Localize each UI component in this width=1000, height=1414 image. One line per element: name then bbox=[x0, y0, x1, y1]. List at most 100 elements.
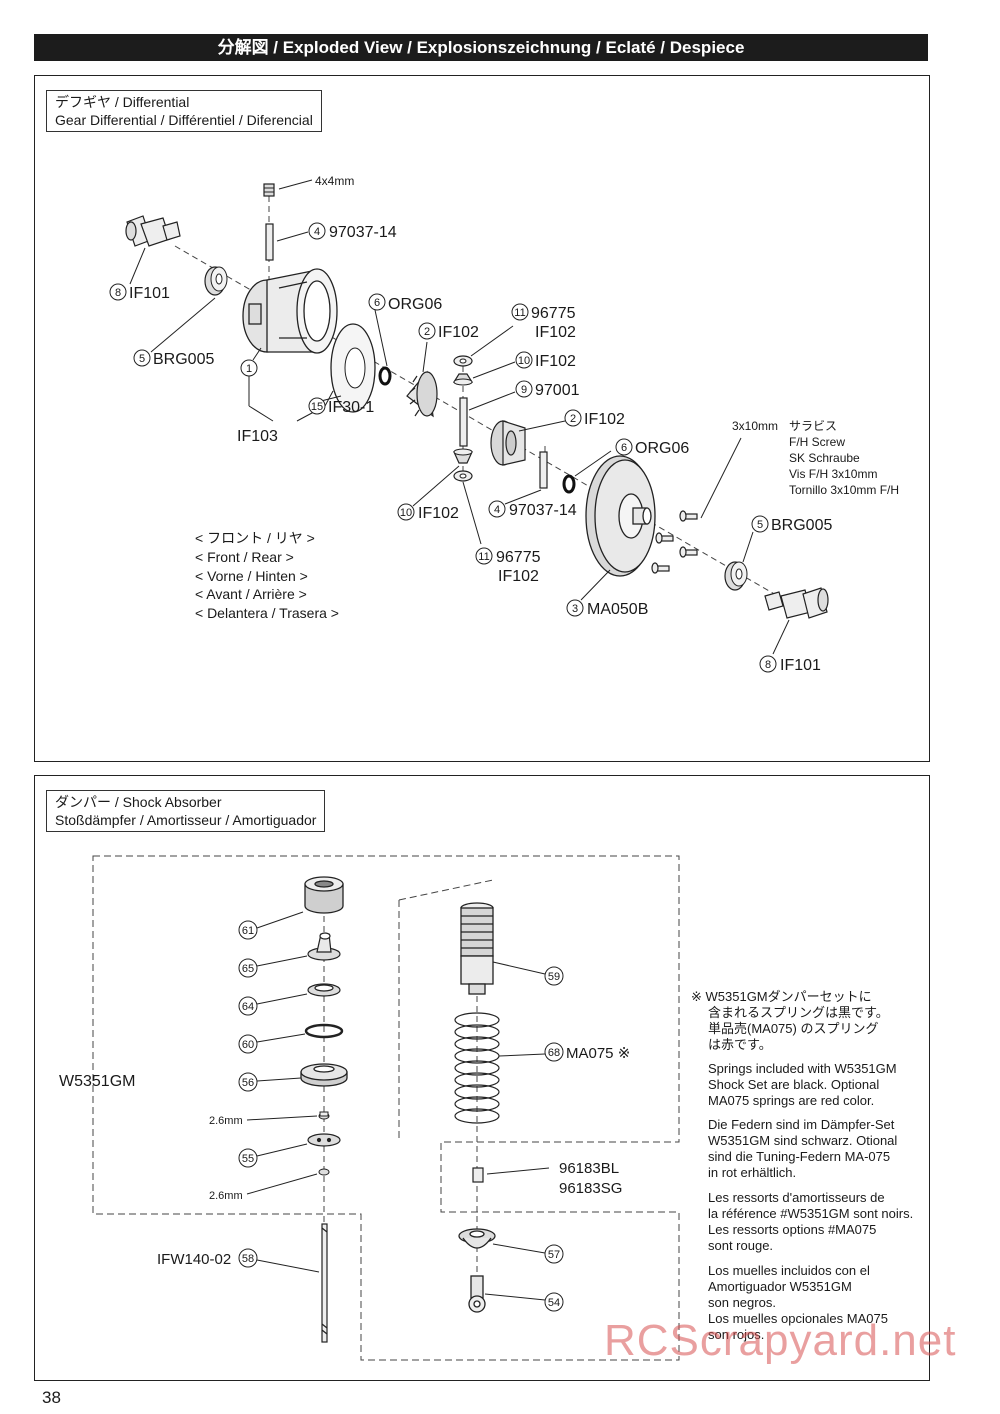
bevel-gear-left-icon bbox=[406, 370, 438, 418]
note-line: 単品売(MA075) のスプリング bbox=[708, 1021, 879, 1036]
set-label-w5351gm: W5351GM bbox=[59, 1073, 135, 1090]
nut-size-label-b: 2.6mm bbox=[209, 1190, 243, 1202]
pinion-bottom-icon bbox=[453, 448, 473, 464]
washer-bottom-icon bbox=[453, 470, 473, 482]
ring-gear-icon bbox=[585, 455, 656, 577]
part-num-56: 56 bbox=[242, 1077, 254, 1089]
note-line: Springs included with W5351GM bbox=[708, 1061, 897, 1076]
part-num-65: 65 bbox=[242, 963, 254, 975]
washer-top-icon bbox=[453, 355, 473, 367]
spring-note-es: Los muelles incluidos con el Amortiguado… bbox=[708, 1263, 888, 1343]
part-code-ma050b: MA050B bbox=[587, 601, 648, 618]
part-num-1: 1 bbox=[246, 363, 252, 375]
part-num-3: 3 bbox=[572, 603, 578, 615]
piston-icon bbox=[307, 1133, 341, 1147]
screw-label-fr: Vis F/H 3x10mm bbox=[789, 467, 877, 481]
part-num-54: 54 bbox=[548, 1297, 560, 1309]
note-line: は赤です。 bbox=[708, 1037, 772, 1052]
spring-note-jp: ※ W5351GMダンパーセットに 含まれるスプリングは黒です。 単品売(MA0… bbox=[691, 989, 889, 1053]
position-note: < フロント / リヤ > < Front / Rear > < Vorne /… bbox=[195, 530, 339, 621]
screw-label-jp: サラビス bbox=[789, 419, 837, 433]
page-header: 分解図 / Exploded View / Explosionszeichnun… bbox=[34, 34, 928, 61]
shock-exploded-diagram: W5351GM 61 65 64 bbox=[59, 855, 680, 1361]
part-num-11a: 11 bbox=[514, 307, 525, 319]
part-num-68: 68 bbox=[548, 1047, 560, 1059]
part-code-if30-1: IF30-1 bbox=[328, 399, 374, 416]
part-num-15: 15 bbox=[311, 401, 323, 413]
watermark: RCScrapyard.net bbox=[604, 1316, 957, 1365]
shock-cap-icon bbox=[304, 876, 344, 914]
ball-code-96183sg: 96183SG bbox=[559, 1180, 622, 1197]
note-line: Amortiguador W5351GM bbox=[708, 1279, 852, 1294]
note-line: ※ W5351GMダンパーセットに bbox=[691, 989, 872, 1004]
part-num-5b: 5 bbox=[757, 519, 763, 531]
part-code-if101b: IF101 bbox=[780, 657, 821, 674]
screw-label-en: F/H Screw bbox=[789, 435, 845, 449]
pin-icon bbox=[265, 223, 274, 261]
part-code-if102-washer-a: IF102 bbox=[535, 324, 576, 341]
outdrive-left-icon bbox=[125, 215, 181, 247]
note-line: Les ressorts d'amortisseurs de bbox=[708, 1190, 885, 1205]
part-code-if102-washer-b: IF102 bbox=[498, 568, 539, 585]
part-num-58: 58 bbox=[242, 1253, 254, 1265]
part-code-org06b: ORG06 bbox=[635, 440, 689, 457]
note-line: sind die Tuning-Federn MA-075 bbox=[708, 1149, 891, 1164]
part-num-60: 60 bbox=[242, 1039, 254, 1051]
set-grouping-outline bbox=[92, 855, 680, 1361]
part-num-8a: 8 bbox=[115, 287, 121, 299]
shock-o-ring-icon bbox=[304, 1023, 344, 1039]
diaphragm-icon bbox=[307, 983, 341, 997]
ball-end-icon bbox=[472, 1167, 484, 1183]
part-code-org06a: ORG06 bbox=[388, 296, 442, 313]
part-code-96775a: 96775 bbox=[531, 305, 576, 322]
bearing-left-icon bbox=[204, 266, 228, 296]
note-line: MA075 springs are red color. bbox=[708, 1093, 875, 1108]
pin-middle-icon bbox=[539, 451, 548, 489]
screw-label-de: SK Schraube bbox=[789, 451, 860, 465]
part-num-9: 9 bbox=[521, 384, 527, 396]
o-ring-right-icon bbox=[562, 474, 576, 494]
shock-shaft-icon bbox=[321, 1223, 328, 1343]
position-note-line: < Avant / Arrière > bbox=[195, 586, 307, 602]
part-code-ma075: MA075 ※ bbox=[566, 1045, 630, 1062]
note-line: sont rouge. bbox=[708, 1238, 774, 1253]
note-line: son negros. bbox=[708, 1295, 776, 1310]
note-line: W5351GM sind schwarz. Otional bbox=[708, 1133, 898, 1148]
shock-title-box: ダンパー / Shock Absorber Stoßdämpfer / Amor… bbox=[46, 790, 326, 832]
note-line: Les ressorts options #MA075 bbox=[708, 1222, 877, 1237]
spring-collar-icon bbox=[300, 1063, 348, 1087]
part-code-if101a: IF101 bbox=[129, 285, 170, 302]
position-note-line: < Delantera / Trasera > bbox=[195, 605, 339, 621]
part-num-10a: 10 bbox=[518, 355, 530, 367]
nut-bottom-icon bbox=[318, 1168, 330, 1176]
note-line: Shock Set are black. Optional bbox=[708, 1077, 880, 1092]
page-number: 38 bbox=[42, 1388, 61, 1407]
note-line: Los muelles opcionales MA075 bbox=[708, 1311, 888, 1326]
diff-case-icon bbox=[242, 268, 338, 354]
part-code-brg005a: BRG005 bbox=[153, 351, 214, 368]
bearing-right-icon bbox=[724, 561, 748, 591]
part-num-10b: 10 bbox=[400, 507, 412, 519]
header-title: 分解図 / Exploded View / Explosionszeichnun… bbox=[217, 38, 745, 57]
nut-size-label-a: 2.6mm bbox=[209, 1115, 243, 1127]
part-num-57: 57 bbox=[548, 1249, 560, 1261]
part-code-if102c: IF102 bbox=[584, 411, 625, 428]
part-num-55: 55 bbox=[242, 1153, 254, 1165]
shock-title-line2: Stoßdämpfer / Amortisseur / Amortiguador bbox=[55, 812, 317, 828]
set-screw-icon bbox=[263, 183, 275, 197]
spring-note-en: Springs included with W5351GM Shock Set … bbox=[708, 1061, 897, 1109]
cap-insert-icon bbox=[307, 932, 341, 961]
screw-icons bbox=[651, 510, 698, 574]
gasket-icon bbox=[330, 323, 376, 413]
spring-note-fr: Les ressorts d'amortisseurs de la référe… bbox=[708, 1190, 913, 1254]
rod-end-icon bbox=[468, 1275, 486, 1313]
part-code-ifw140-02: IFW140-02 bbox=[157, 1251, 231, 1268]
note-line: 含まれるスプリングは黒です。 bbox=[708, 1005, 889, 1020]
shock-panel: ダンパー / Shock Absorber Stoßdämpfer / Amor… bbox=[34, 775, 930, 1381]
part-num-4a: 4 bbox=[314, 226, 320, 238]
part-code-if102d: IF102 bbox=[418, 505, 459, 522]
note-line: Die Federn sind im Dämpfer-Set bbox=[708, 1117, 895, 1132]
o-ring-left-icon bbox=[378, 366, 392, 386]
bevel-gear-right-icon bbox=[490, 420, 526, 466]
part-num-11b: 11 bbox=[478, 551, 489, 563]
